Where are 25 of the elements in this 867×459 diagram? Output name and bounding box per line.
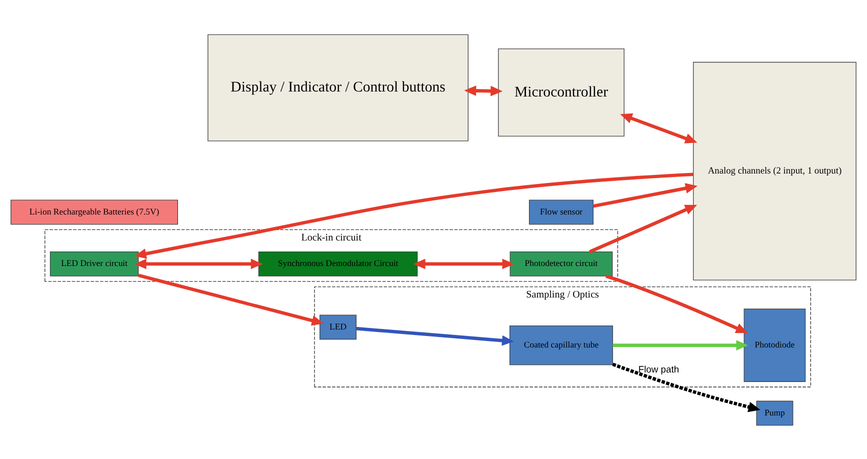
node-box: Photodiode [744,308,806,382]
arrow [588,204,698,253]
arrow [605,274,748,333]
node-box: Coated capillary tube [509,324,613,365]
arrow [592,182,698,208]
arrow [464,85,503,96]
arrow [612,362,760,412]
arrow [134,258,263,269]
arrow [413,258,514,269]
node-box: Photodetector circuit [510,251,613,276]
node-box: Li-ion Rechargeable Batteries (7.5V) [10,199,178,224]
node-box: Pump [756,400,794,426]
node-box: Synchronous Demodulator Circuit [258,251,418,276]
node-box: Microcontroller [498,48,624,136]
arrow [138,273,324,326]
node-box: LED Driver circuit [50,251,139,276]
node-box: LED [320,314,357,340]
node-box: Analog channels (2 input, 1 output) [693,61,856,280]
node-box: Flow sensor [528,199,594,224]
arrow [134,172,694,258]
arrow [612,340,748,350]
edge-label: Flow path [638,362,680,374]
node-box: Display / Indicator / Control buttons [208,34,468,141]
arrow [620,112,698,143]
arrow [356,326,514,346]
